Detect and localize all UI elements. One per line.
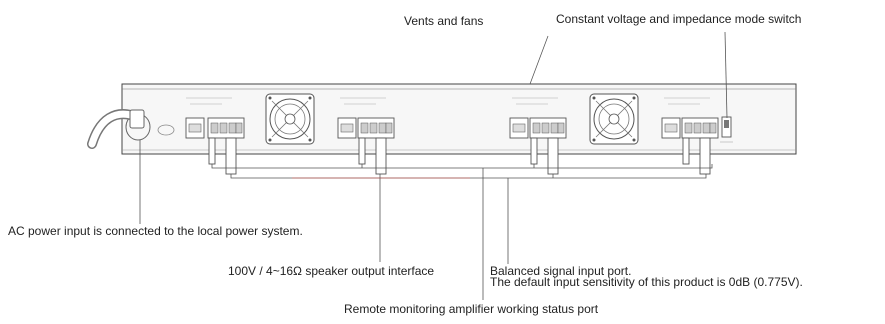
remote-monitoring-label: Remote monitoring amplifier working stat… [344,302,599,316]
fan-icon [265,93,315,145]
balanced-input-label: Balanced signal input port. [490,264,632,278]
terminal-block-icon [185,97,245,139]
connector-stubs [208,137,711,175]
power-cord-icon [87,109,175,149]
vents-fans-label: Vents and fans [404,14,484,28]
mode-switch-label: Constant voltage and impedance mode swit… [556,12,802,26]
speaker-output-label: 100V / 4~16Ω speaker output interface [228,264,435,278]
input-sensitivity-label: The default input sensitivity of this pr… [490,275,803,289]
fan-icon [589,93,639,145]
ac-power-label: AC power input is connected to the local… [8,224,303,238]
terminal-block-icon [661,97,719,139]
terminal-block-icon [509,97,567,139]
switch-icon [720,116,733,143]
